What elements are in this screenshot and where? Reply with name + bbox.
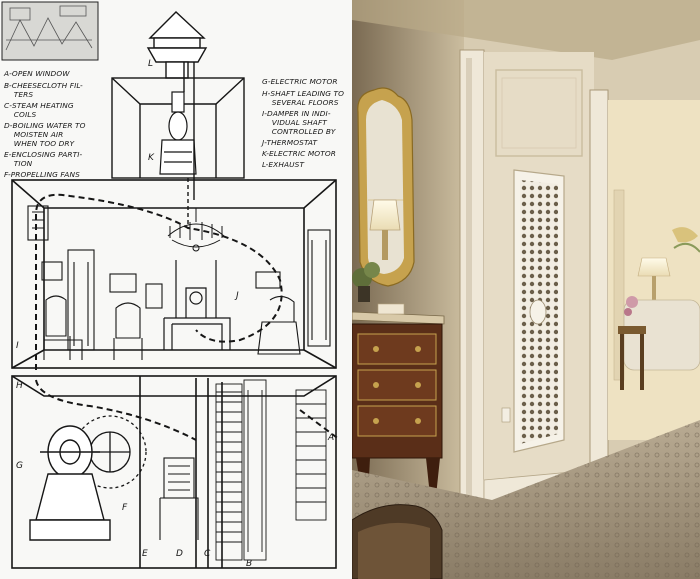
legend-right: G-ELECTRIC MOTOR H-SHAFT LEADING TO SEVE… xyxy=(260,77,344,169)
diagram-drawing: A-OPEN WINDOW B-CHEESECLOTH FIL- TERS C-… xyxy=(1,1,344,569)
legend-item-j: J-THERMOSTAT xyxy=(260,138,318,147)
steam-coils xyxy=(159,457,199,540)
legend-item-c-cont: COILS xyxy=(4,110,36,119)
legend-item-d-cont2: WHEN TOO DRY xyxy=(4,139,75,148)
label-l: L xyxy=(148,59,153,69)
legend-item-l: L-EXHAUST xyxy=(262,160,304,169)
living-room xyxy=(11,179,337,369)
legend-item-d: D-BOILING WATER TO xyxy=(4,121,86,130)
hallway-scene xyxy=(352,0,700,579)
legend-item-h: H-SHAFT LEADING TO xyxy=(262,89,344,98)
bedroom-beyond xyxy=(608,100,700,440)
room-furnishings xyxy=(27,205,331,351)
legend-item-i-cont: VIDUAL SHAFT xyxy=(262,118,327,127)
label-d: D xyxy=(176,549,183,559)
chairs xyxy=(43,295,301,360)
label-g: G xyxy=(16,461,23,471)
legend-item-e-cont: TION xyxy=(4,159,33,168)
lamp-icon xyxy=(369,199,401,260)
legend-item-d-cont: MOISTEN AIR xyxy=(4,130,63,139)
label-e: E xyxy=(142,549,148,559)
corner-engraving-detail xyxy=(5,5,93,51)
legend-left: A-OPEN WINDOW B-CHEESECLOTH FIL- TERS C-… xyxy=(3,69,86,179)
right-door-frame xyxy=(589,89,609,481)
legend-item-b-cont: TERS xyxy=(4,90,33,99)
corner-engraving xyxy=(1,1,99,61)
motor-icon xyxy=(159,91,197,175)
legend-item-i: I-DAMPER IN INDI- xyxy=(262,109,331,118)
component-labels: L K J I H G F A E D C B xyxy=(16,59,334,569)
basement xyxy=(11,375,337,569)
legend-item-g: G-ELECTRIC MOTOR xyxy=(262,77,338,86)
label-k: K xyxy=(148,153,155,163)
upper-wall-molding xyxy=(495,69,583,157)
legend-item-h-cont: SEVERAL FLOORS xyxy=(262,98,339,107)
airflow-path xyxy=(35,193,341,441)
mirror-icon xyxy=(357,87,415,287)
label-a: A xyxy=(327,433,334,443)
commode xyxy=(352,303,445,496)
legend-item-i-cont2: CONTROLLED BY xyxy=(262,127,336,136)
label-h: H xyxy=(16,381,23,391)
electric-motor-g xyxy=(29,425,111,541)
foreground-armchair xyxy=(352,504,443,579)
label-i: I xyxy=(16,341,19,351)
exhaust-shaft xyxy=(183,62,195,228)
hallway-photo xyxy=(352,0,700,579)
left-door-frame-inner xyxy=(466,58,472,508)
label-c: C xyxy=(204,549,211,559)
light-switch xyxy=(501,407,511,423)
legend-item-f: F-PROPELLING FANS xyxy=(4,170,80,179)
ceiling xyxy=(352,0,700,60)
legend-item-c: C-STEAM HEATING xyxy=(4,101,74,110)
label-j: J xyxy=(234,291,239,301)
vent-grille xyxy=(513,169,565,453)
legend-item-e: E-ENCLOSING PARTI- xyxy=(4,150,83,159)
plant xyxy=(352,262,380,302)
legend-item-b: B-CHEESECLOTH FIL- xyxy=(4,81,83,90)
label-b: B xyxy=(246,559,252,569)
fireplace xyxy=(163,260,231,350)
ventilation-diagram: A-OPEN WINDOW B-CHEESECLOTH FIL- TERS C-… xyxy=(1,1,345,569)
upper-wall-molding-inner xyxy=(501,77,577,149)
chandelier-icon xyxy=(167,208,225,252)
legend-item-a: A-OPEN WINDOW xyxy=(3,69,70,78)
exhaust-cap xyxy=(146,11,208,79)
cheesecloth-filters xyxy=(215,379,327,561)
label-f: F xyxy=(122,503,128,513)
legend-item-k: K-ELECTRIC MOTOR xyxy=(262,149,336,158)
